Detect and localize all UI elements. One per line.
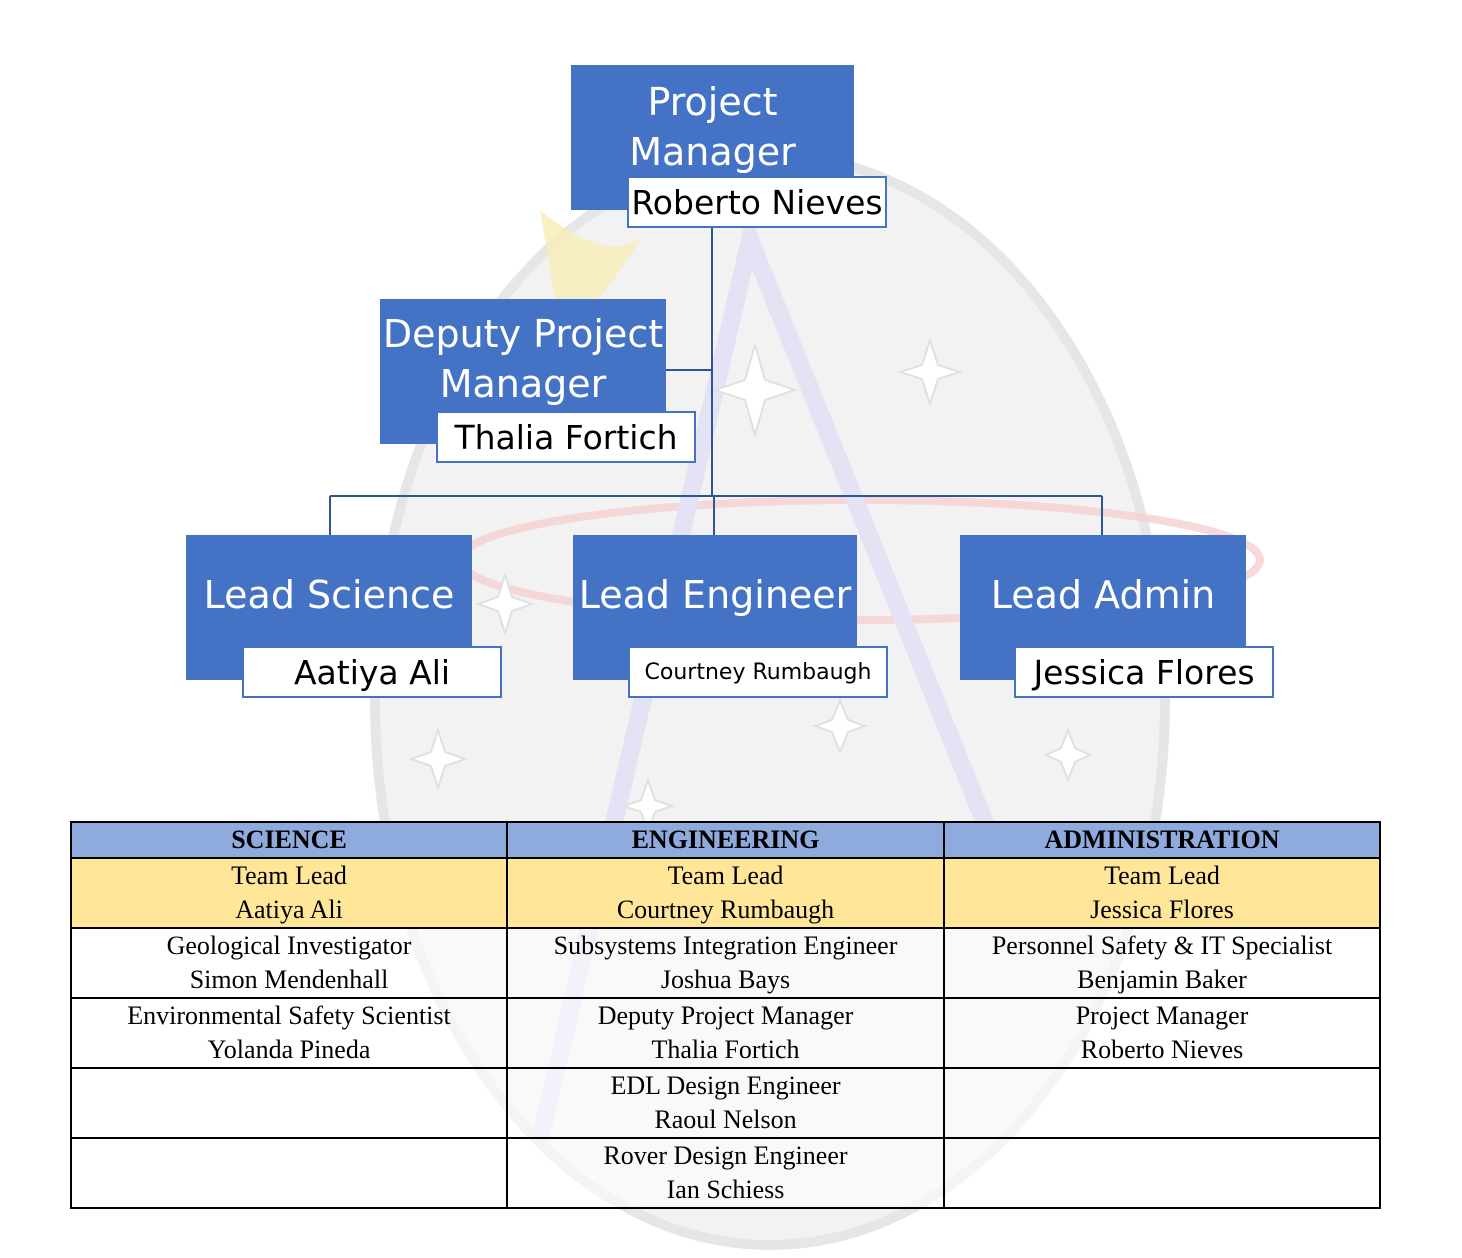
table-cell [943,1067,1381,1139]
deputy-pm-title-line-1: Deputy Project [382,312,664,356]
table-header-row: SCIENCE ENGINEERING ADMINISTRATION [70,821,1381,859]
cell-name: Benjamin Baker [1077,965,1247,994]
cell-role: Deputy Project Manager [597,1001,854,1030]
cell-role: Team Lead [667,861,784,890]
cell-role: Environmental Safety Scientist [127,1001,451,1030]
table-cell [70,1067,508,1139]
cell-name: Thalia Fortich [651,1035,800,1064]
cell-name: Roberto Nieves [1080,1035,1244,1064]
cell-role: Rover Design Engineer [603,1141,848,1170]
team-roster-table: SCIENCE ENGINEERING ADMINISTRATION Team … [70,821,1381,1209]
cell-role: EDL Design Engineer [610,1071,841,1100]
deputy-pm-name: Thalia Fortich [436,411,696,463]
cell-role: Subsystems Integration Engineer [553,931,898,960]
lead-engineer-name: Courtney Rumbaugh [628,646,888,698]
cell-role: Team Lead [1104,861,1220,890]
deputy-pm-title-line-2: Manager [439,362,607,406]
header-engineering: ENGINEERING [506,821,945,859]
project-manager-title-line-1: Project [647,80,778,124]
cell-role: Team Lead [231,861,347,890]
cell-name: Simon Mendenhall [189,965,389,994]
cell-role: Project Manager [1075,1001,1249,1030]
lead-science-name: Aatiya Ali [242,646,502,698]
project-manager-title-line-2: Manager [629,130,796,174]
cell-name: Ian Schiess [666,1175,785,1204]
header-administration: ADMINISTRATION [943,821,1381,859]
cell-name: Yolanda Pineda [207,1035,371,1064]
header-science: SCIENCE [70,821,508,859]
cell-role: Personnel Safety & IT Specialist [991,931,1333,960]
lead-admin-name: Jessica Flores [1014,646,1274,698]
cell-name: Aatiya Ali [235,895,343,924]
cell-name: Raoul Nelson [654,1105,797,1134]
lead-science-box: Lead Science [186,535,472,680]
table-cell [70,1137,508,1209]
lead-engineer-title: Lead Engineer [578,573,852,617]
cell-name: Jessica Flores [1090,895,1234,924]
emblem-stars [407,336,1093,836]
cell-name: Courtney Rumbaugh [616,895,835,924]
table-cell [943,1137,1381,1209]
cell-name: Joshua Bays [660,965,791,994]
lead-admin-title: Lead Admin [990,573,1216,617]
lead-science-title: Lead Science [203,573,455,617]
project-manager-name: Roberto Nieves [627,176,887,228]
cell-role: Geological Investigator [166,931,412,960]
